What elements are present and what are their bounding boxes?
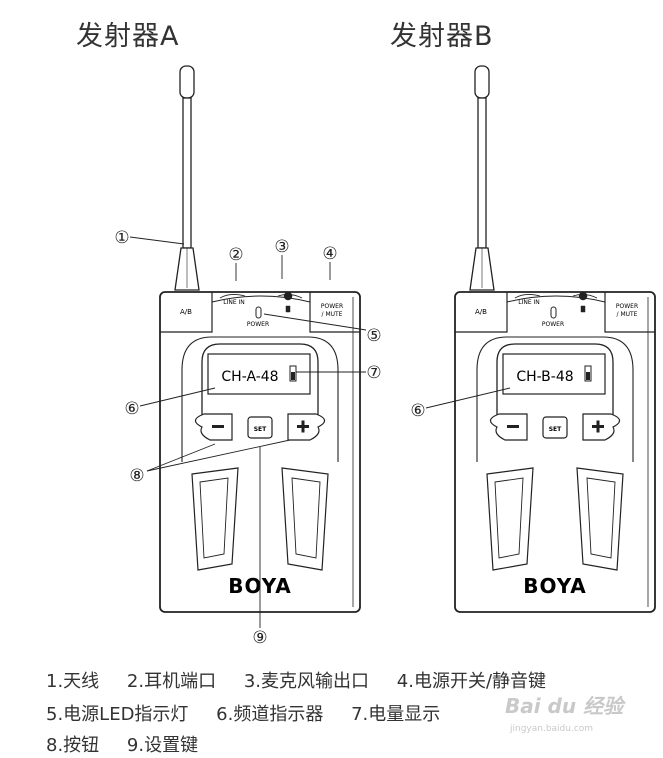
title-transmitter-a: 发射器A xyxy=(76,21,180,52)
transmitter-a: A/B LINE IN POWER POWER / MUTE CH-A-48 S… xyxy=(159,65,361,613)
power-key-label: POWER xyxy=(616,303,638,310)
callout-4: ④ xyxy=(322,244,337,264)
callout-2: ② xyxy=(228,245,243,265)
legend-item: 6.频道指示器 xyxy=(216,704,324,725)
legend-row-3: 8.按钮 9.设置键 xyxy=(46,731,220,757)
legend-item: 3.麦克风输出口 xyxy=(243,671,370,692)
channel-display: CH-B-48 xyxy=(516,369,573,385)
brand-logo: BOYA xyxy=(228,574,292,598)
legend-item: 4.电源开关/静音键 xyxy=(396,671,547,692)
callout-7: ⑦ xyxy=(366,363,381,383)
ab-label: A/B xyxy=(475,308,487,316)
callout-9: ⑨ xyxy=(252,628,267,648)
set-key-label: SET xyxy=(254,426,267,433)
watermark-url: jingyan.baidu.com xyxy=(510,724,594,734)
legend-item: 5.电源LED指示灯 xyxy=(46,704,189,725)
callout-6b: ⑥ xyxy=(410,401,425,421)
legend-item: 2.耳机端口 xyxy=(126,671,217,692)
callout-6a: ⑥ xyxy=(124,399,139,419)
callout-8: ⑧ xyxy=(129,466,144,486)
legend-item: 8.按钮 xyxy=(46,735,100,756)
line-in-label: LINE IN xyxy=(223,299,245,306)
set-key-label: SET xyxy=(549,426,562,433)
title-transmitter-b: 发射器B xyxy=(390,21,494,52)
mute-key-label: / MUTE xyxy=(322,311,343,318)
legend-item: 9.设置键 xyxy=(126,735,199,756)
transmitter-b: A/B LINE IN POWER POWER / MUTE CH-B-48 S… xyxy=(454,65,656,613)
line-in-label: LINE IN xyxy=(518,299,540,306)
legend-item: 1.天线 xyxy=(46,671,100,692)
leader-lines xyxy=(129,236,511,628)
callout-5: ⑤ xyxy=(366,326,381,346)
channel-display: CH-A-48 xyxy=(221,369,278,385)
power-key-label: POWER xyxy=(321,303,343,310)
brand-logo: BOYA xyxy=(523,574,587,598)
ab-label: A/B xyxy=(180,308,192,316)
legend-row-1: 1.天线 2.耳机端口 3.麦克风输出口 4.电源开关/静音键 xyxy=(46,667,568,693)
power-led-label: POWER xyxy=(247,321,269,328)
transmitter-diagram: A/B LINE IN POWER POWER / MUTE CH-A-48 S… xyxy=(114,65,656,648)
callout-1: ① xyxy=(114,228,129,248)
legend-row-2: 5.电源LED指示灯 6.频道指示器 7.电量显示 xyxy=(46,700,462,726)
mute-key-label: / MUTE xyxy=(617,311,638,318)
power-led-label: POWER xyxy=(542,321,564,328)
watermark-logo: Bai du 经验 xyxy=(505,694,624,718)
legend-item: 7.电量显示 xyxy=(351,704,441,725)
callout-3: ③ xyxy=(274,237,289,257)
